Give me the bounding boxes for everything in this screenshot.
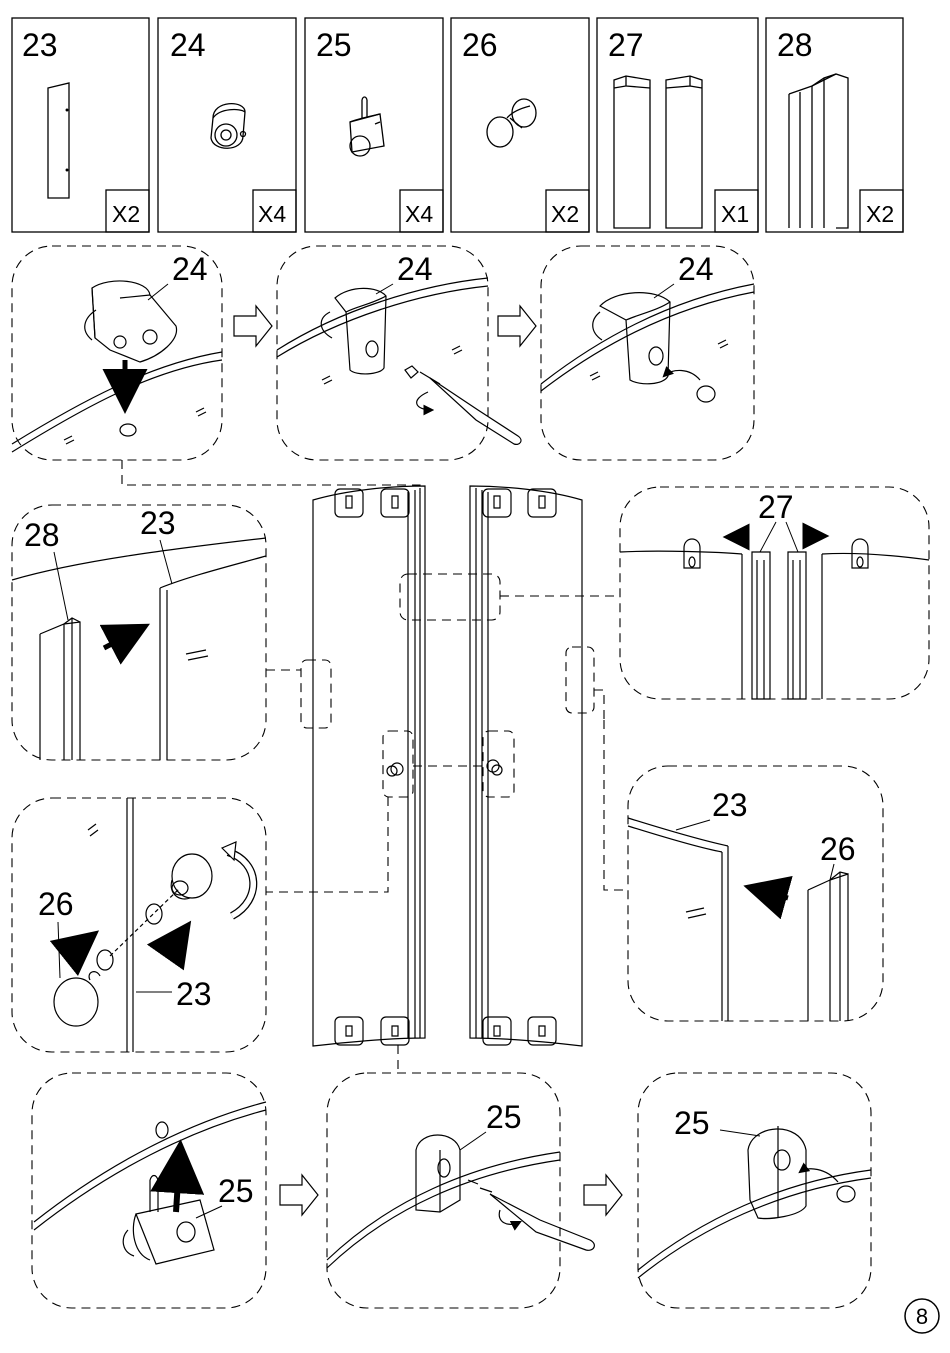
page-number-badge: 8 — [905, 1299, 939, 1333]
step-27-callouts: 27 — [758, 489, 798, 552]
part-qty: X2 — [866, 201, 894, 227]
callout: 23 — [176, 976, 212, 1012]
part-number: 28 — [777, 27, 813, 63]
part-number: 24 — [170, 27, 206, 63]
callout: 23 — [712, 787, 748, 823]
process-arrows — [234, 306, 622, 1215]
callout: 28 — [24, 517, 60, 553]
step-27-seal-detail — [620, 536, 929, 699]
part-number: 27 — [608, 27, 644, 63]
step-24-callouts: 24 24 24 — [148, 251, 714, 300]
callout: 24 — [678, 251, 714, 287]
callout: 25 — [674, 1105, 710, 1141]
callout: 27 — [758, 489, 794, 525]
callout: 26 — [820, 831, 856, 867]
callout: 24 — [172, 251, 208, 287]
callout: 24 — [397, 251, 433, 287]
part-number: 23 — [22, 27, 58, 63]
step-26-seal-detail — [628, 818, 848, 1021]
part-qty: X2 — [112, 201, 140, 227]
part-qty: X2 — [551, 201, 579, 227]
callout: 25 — [486, 1099, 522, 1135]
callout: 26 — [38, 886, 74, 922]
page-number: 8 — [916, 1304, 928, 1329]
step-26-callouts: 26 23 — [38, 886, 212, 1012]
part-qty: X1 — [721, 201, 749, 227]
step-26-knob-detail — [54, 798, 253, 1052]
part-qty: X4 — [405, 201, 433, 227]
part-number: 25 — [316, 27, 352, 63]
part-qty: X4 — [258, 201, 286, 227]
parts-list — [12, 18, 903, 232]
callout: 23 — [140, 505, 176, 541]
step-24-details — [12, 278, 754, 452]
step-28-seal-detail — [12, 538, 266, 760]
step-28-callouts: 28 23 — [24, 505, 176, 620]
parts-labels: 23 X2 24 X4 25 X4 26 X2 27 X1 28 X2 — [22, 27, 894, 227]
step-25-details — [34, 1102, 871, 1278]
callout: 25 — [218, 1173, 254, 1209]
part-number: 26 — [462, 27, 498, 63]
step-26-right-callouts: 23 26 — [676, 787, 856, 880]
